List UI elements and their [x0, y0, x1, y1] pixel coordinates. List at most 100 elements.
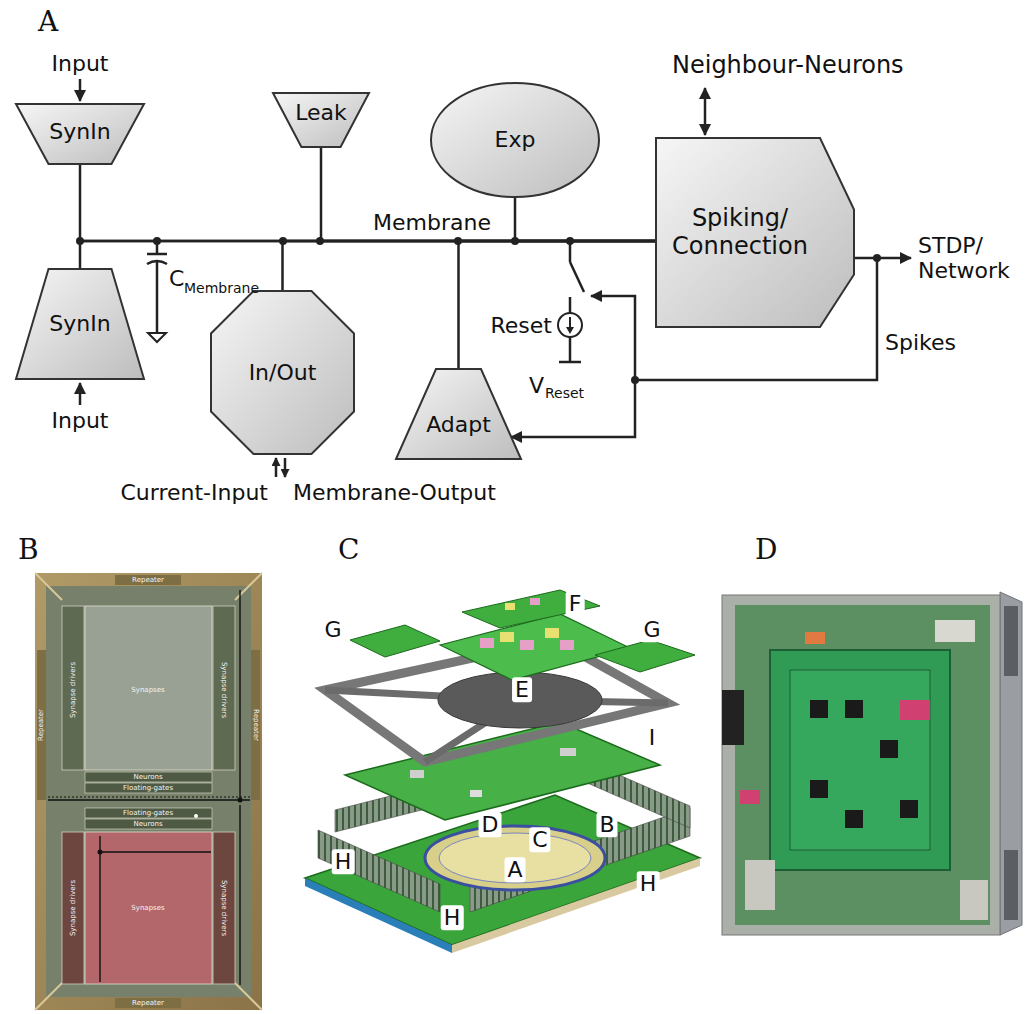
subscript: Reset	[545, 385, 584, 401]
system-illustration	[505, 603, 515, 610]
chip-region-label: Synapse drivers	[69, 880, 77, 936]
die-photo	[115, 575, 181, 585]
die-photo	[213, 832, 235, 984]
callout-letter: E	[512, 677, 532, 702]
signal-name: Spikes	[885, 330, 956, 355]
chip-region-label: Repeater	[132, 999, 164, 1007]
system-illustration	[350, 625, 440, 657]
membrane-wire	[515, 198, 655, 241]
system-illustration	[439, 833, 591, 883]
subscript: Membrane	[184, 280, 259, 296]
membrane-wire	[80, 241, 655, 268]
callout-letter: F	[566, 591, 585, 616]
chip-region-label: Repeater	[37, 709, 45, 741]
chip-region-label: Synapse drivers	[220, 662, 228, 718]
signal-name: Neighbour-Neurons	[672, 52, 904, 80]
current-source-symbol	[558, 313, 582, 337]
module-photo	[960, 880, 988, 920]
die-photo	[46, 586, 251, 997]
signal-name: Membrane	[373, 210, 491, 235]
synapse-input-block: SynIn	[15, 268, 145, 380]
die-photo	[85, 819, 212, 829]
system-illustration	[520, 640, 534, 650]
node-outline	[431, 83, 599, 197]
system-illustration	[595, 640, 695, 672]
current-source-symbol	[566, 327, 574, 334]
component-name: C	[169, 266, 184, 291]
die-photo	[85, 808, 212, 818]
module-photo	[790, 670, 930, 850]
die-photo	[35, 573, 262, 1010]
die-photo	[115, 998, 181, 1008]
module-photo	[900, 800, 918, 818]
module-photo	[805, 632, 825, 644]
membrane-wire	[459, 241, 656, 368]
node-label: Exp	[495, 127, 536, 152]
module-photo	[880, 740, 898, 758]
module-photo	[810, 700, 828, 718]
system-illustration	[560, 640, 574, 650]
system-illustration	[425, 826, 605, 890]
callout-letter: G	[640, 617, 663, 642]
signal-name: Membrane-Output	[293, 480, 496, 505]
panel-letter: D	[755, 534, 777, 566]
system-illustration	[410, 770, 424, 778]
module-photo	[722, 690, 744, 745]
component-name: V	[529, 373, 544, 398]
circuit-wire	[559, 361, 581, 364]
adapt-block: Adapt	[395, 368, 522, 460]
node-label: SynIn	[49, 311, 110, 336]
system-illustration	[470, 790, 482, 797]
current-source-symbol	[569, 317, 571, 328]
callout-letter: A	[504, 857, 525, 882]
ground-symbol	[148, 333, 166, 342]
chip-region-label: Floating-gates	[123, 809, 173, 817]
die-photo	[37, 650, 46, 800]
chip-region-label: Synapse drivers	[220, 880, 228, 936]
node-label: Adapt	[426, 412, 491, 437]
chip-region-label: Neurons	[133, 773, 162, 781]
panel-letter: C	[338, 534, 359, 566]
callout-letter: H	[637, 871, 660, 896]
system-illustration	[438, 672, 602, 728]
die-photo	[98, 850, 103, 855]
leak-block: Leak	[272, 92, 370, 148]
callout-letter: D	[479, 812, 502, 837]
node-label: Spiking/ Connection	[655, 205, 825, 260]
exp-ellipse: Exp	[430, 82, 600, 198]
node-outline	[211, 291, 354, 454]
system-illustration	[305, 590, 700, 953]
module-photo	[845, 700, 863, 718]
module-photo	[900, 700, 930, 720]
circuit-wire	[570, 262, 584, 292]
synapse-input-block: SynIn	[15, 103, 145, 165]
node-outline	[656, 138, 854, 327]
die-photo	[62, 832, 84, 984]
die-photo	[85, 606, 212, 770]
circuit-wire	[704, 88, 707, 135]
chip-region-label: Synapses	[131, 904, 164, 912]
callout-letter: B	[596, 812, 617, 837]
module-photo	[740, 790, 760, 804]
node-label: SynIn	[49, 119, 110, 144]
node-outline	[273, 93, 369, 147]
signal-name: Input	[52, 408, 109, 433]
module-photo	[935, 620, 975, 642]
chip-region-label: Synapse drivers	[69, 662, 77, 718]
system-illustration	[462, 590, 600, 628]
die-photo	[35, 573, 262, 1010]
circuit-wire	[79, 383, 82, 405]
spiking-connection-block: Spiking/ Connection	[655, 137, 855, 328]
die-photo	[251, 650, 260, 800]
io-octagon: In/Out	[210, 290, 355, 455]
signal-name: Current-Input	[120, 480, 268, 505]
signal-name: Input	[52, 51, 109, 76]
system-illustration	[440, 614, 630, 680]
circuit-wire	[79, 79, 82, 101]
signal-name: STDP/ Network	[918, 233, 1028, 284]
node-outline	[16, 269, 144, 379]
ground-symbol	[148, 333, 166, 342]
system-illustration	[318, 830, 440, 912]
module-photo	[745, 860, 775, 910]
node-outline	[396, 369, 521, 459]
